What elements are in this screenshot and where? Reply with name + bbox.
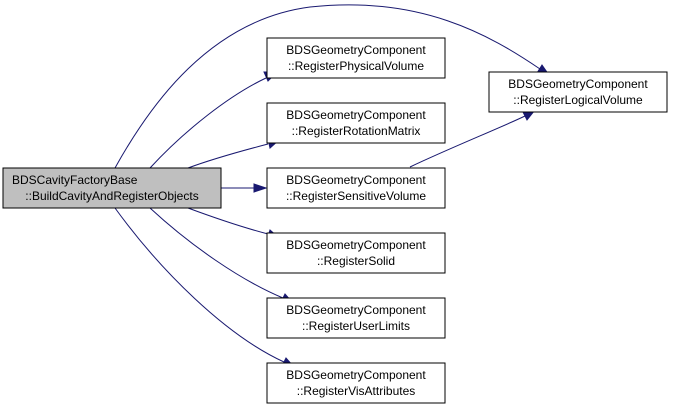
node-build-cavity-and-register-objects[interactable]: BDSCavityFactoryBase ::BuildCavityAndReg… bbox=[2, 167, 222, 209]
node-label-line2: ::RegisterSensitiveVolume bbox=[286, 189, 426, 203]
node-label-line2: ::RegisterLogicalVolume bbox=[513, 93, 643, 107]
node-register-logical-volume[interactable]: BDSGeometryComponent ::RegisterLogicalVo… bbox=[488, 71, 668, 113]
node-register-solid[interactable]: BDSGeometryComponent ::RegisterSolid bbox=[266, 232, 446, 274]
node-register-sensitive-volume[interactable]: BDSGeometryComponent ::RegisterSensitive… bbox=[266, 167, 446, 209]
node-label-line2: ::BuildCavityAndRegisterObjects bbox=[25, 189, 198, 203]
node-label-line1: BDSCavityFactoryBase bbox=[12, 173, 138, 187]
node-label-line1: BDSGeometryComponent bbox=[286, 238, 426, 252]
node-label-line2: ::RegisterPhysicalVolume bbox=[288, 59, 424, 73]
node-label-line2: ::RegisterSolid bbox=[317, 254, 395, 268]
node-register-rotation-matrix[interactable]: BDSGeometryComponent ::RegisterRotationM… bbox=[266, 102, 446, 144]
edge-root-to-register-vis-attributes bbox=[114, 207, 285, 363]
node-register-vis-attributes[interactable]: BDSGeometryComponent ::RegisterVisAttrib… bbox=[266, 362, 446, 404]
node-label-line1: BDSGeometryComponent bbox=[286, 43, 426, 57]
edge-root-to-register-logical-volume bbox=[114, 4, 541, 169]
edge-root-to-register-physical-volume bbox=[149, 77, 267, 169]
node-label-line1: BDSGeometryComponent bbox=[286, 368, 426, 382]
node-label-line2: ::RegisterUserLimits bbox=[302, 319, 410, 333]
edge-root-to-register-rotation-matrix bbox=[187, 143, 269, 169]
edge-sensitive-volume-to-register-logical-volume bbox=[409, 115, 526, 168]
node-label-line2: ::RegisterRotationMatrix bbox=[292, 124, 421, 138]
node-register-physical-volume[interactable]: BDSGeometryComponent ::RegisterPhysicalV… bbox=[266, 37, 446, 79]
arrowhead-register-sensitive-volume bbox=[253, 183, 268, 193]
node-label-line1: BDSGeometryComponent bbox=[286, 303, 426, 317]
node-label-line2: ::RegisterVisAttributes bbox=[297, 384, 416, 398]
node-label-line1: BDSGeometryComponent bbox=[508, 77, 648, 91]
node-label-line1: BDSGeometryComponent bbox=[286, 108, 426, 122]
edge-root-to-register-user-limits bbox=[149, 207, 284, 299]
edge-root-to-register-solid bbox=[187, 207, 269, 235]
node-register-user-limits[interactable]: BDSGeometryComponent ::RegisterUserLimit… bbox=[266, 297, 446, 339]
node-label-line1: BDSGeometryComponent bbox=[286, 173, 426, 187]
